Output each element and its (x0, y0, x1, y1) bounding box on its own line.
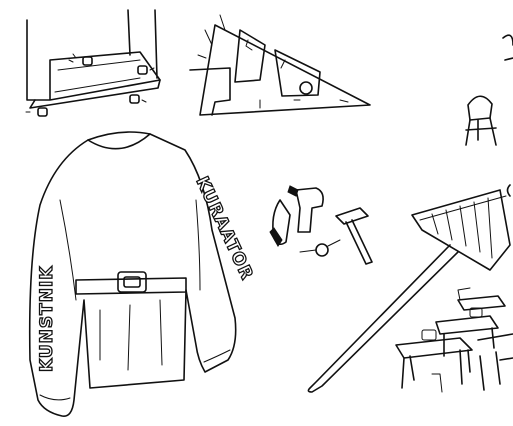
chair-drawing (465, 34, 513, 197)
sleeve-left-text: KUNSTNIK (37, 266, 57, 372)
triangle-diagram-drawing (189, 14, 371, 116)
sweater-drawing: KUNSTNIK KURAATOR (28, 131, 258, 417)
classroom-desks-drawing (395, 287, 513, 393)
tools-drawing (269, 185, 373, 265)
tray-frame-drawing (25, 9, 161, 117)
broom-drawing (307, 189, 511, 393)
sleeve-right-text: KURAATOR (191, 174, 256, 284)
